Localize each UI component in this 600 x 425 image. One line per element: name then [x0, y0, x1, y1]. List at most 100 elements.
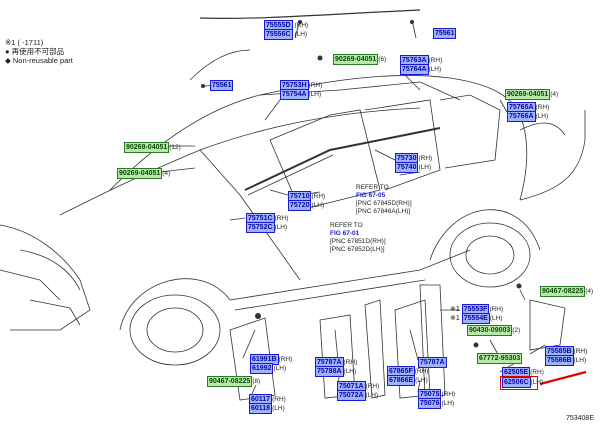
part-label[interactable]: 67866E(LH)	[387, 375, 428, 386]
part-label[interactable]: 75752C(LH)	[246, 222, 287, 233]
part-label[interactable]: ※1 75554E(LH)	[450, 313, 503, 324]
side-label: (LH)	[343, 368, 357, 375]
part-number-link[interactable]: 75076	[418, 398, 442, 409]
side-label: (RH)	[535, 104, 550, 111]
qty-label: (4)	[585, 288, 594, 295]
refer-title: REFER TO	[330, 222, 363, 229]
part-label[interactable]: 90467-08225(4)	[540, 286, 593, 297]
clip-part-number-link[interactable]: 67772-95303	[477, 353, 523, 364]
side-label: (LH)	[530, 379, 544, 386]
part-label[interactable]: 67772-95303	[477, 353, 523, 364]
side-label: (LH)	[415, 377, 428, 384]
part-number-link[interactable]: 75720	[288, 200, 312, 211]
part-label[interactable]: 61992(LH)	[250, 363, 286, 374]
qty-label: (8)	[252, 378, 261, 385]
part-label[interactable]: 90467-08225(8)	[207, 376, 260, 387]
part-number-link[interactable]: 67866E	[387, 375, 416, 386]
side-label: (RH)	[428, 57, 443, 64]
diagram-id: 753408E	[565, 415, 594, 422]
side-label: (LH)	[418, 164, 432, 171]
side-label: (RH)	[365, 383, 380, 390]
side-label: (LH)	[272, 405, 285, 412]
part-number-link[interactable]: 61992	[250, 363, 274, 374]
side-label: (RH)	[278, 356, 293, 363]
side-label: (RH)	[274, 215, 289, 222]
side-label: (LH)	[573, 357, 587, 364]
part-label[interactable]: 75754A(LH)	[280, 89, 321, 100]
part-number-link[interactable]: 75787A	[418, 357, 447, 368]
part-number-link[interactable]: 75740	[395, 162, 419, 173]
clip-part-number-link[interactable]: 90467-08225	[207, 376, 253, 387]
part-label[interactable]: 90269-04051(4)	[505, 89, 558, 100]
part-label[interactable]: 75556C (LH)	[264, 29, 307, 40]
side-label: (RH)	[441, 391, 456, 398]
qty-label: (4)	[550, 91, 559, 98]
part-label[interactable]: 90430-09003(2)	[467, 325, 520, 336]
clip-part-number-link[interactable]: 90430-09003	[467, 325, 513, 336]
side-label: (RH)	[414, 368, 429, 375]
part-label[interactable]: 75076(LH)	[418, 398, 454, 409]
part-number-link[interactable]: 75554E	[461, 313, 490, 324]
part-number-link[interactable]: 75072A	[337, 390, 366, 401]
part-label[interactable]: 60118(LH)	[249, 403, 285, 414]
clip-part-number-link[interactable]: 90269-04051	[124, 142, 170, 153]
part-label[interactable]: 75586B(LH)	[545, 355, 586, 366]
side-label: (LH)	[441, 400, 455, 407]
refer-to-fig-67-05[interactable]: REFER TO FIG 67-05 [PNC 67845D(RH)] [PNC…	[356, 184, 412, 216]
part-label[interactable]: 90269-04051(6)	[333, 54, 386, 65]
side-label: (LH)	[273, 365, 287, 372]
qty-label: (6)	[378, 56, 387, 63]
part-label[interactable]: 75072A(LH)	[337, 390, 378, 401]
part-number-link[interactable]: 75752C	[246, 222, 275, 233]
side-label: (LH)	[489, 315, 503, 322]
part-label[interactable]: 75788A(LH)	[315, 366, 356, 377]
clip-part-number-link[interactable]: 90269-04051	[117, 168, 163, 179]
part-number-link[interactable]: 60118	[249, 403, 273, 414]
part-number-link[interactable]: 75764A	[400, 64, 429, 75]
refer-to-fig-67-01[interactable]: REFER TO FIG 67-01 [PNC 67851D(RH)] [PNC…	[330, 222, 386, 254]
side-label: (RH)	[343, 359, 358, 366]
part-label[interactable]: 75787A	[418, 357, 447, 368]
part-label[interactable]: 75740(LH)	[395, 162, 431, 173]
clip-part-number-link[interactable]: 90269-04051	[333, 54, 379, 65]
part-number-link[interactable]: 75766A	[507, 111, 536, 122]
side-label: (LH)	[294, 31, 308, 38]
part-number-link[interactable]: 75586B	[545, 355, 574, 366]
part-number-link[interactable]: 62506C	[502, 377, 531, 388]
refer-title: REFER TO	[356, 184, 389, 191]
pnc-line: [PNC 67846A(LH)]	[356, 208, 411, 215]
part-number-link[interactable]: 75754A	[280, 89, 309, 100]
qty-label: (12)	[169, 144, 181, 151]
qty-label: (4)	[162, 170, 171, 177]
side-label: (RH)	[530, 369, 544, 376]
part-label[interactable]: 90269-04051(12)	[124, 142, 181, 153]
side-label: (RH)	[573, 348, 588, 355]
part-label[interactable]: 75720(LH)	[288, 200, 324, 211]
clip-part-number-link[interactable]: 90269-04051	[505, 89, 551, 100]
part-number-link[interactable]: 75561	[433, 28, 457, 39]
highlight-box	[500, 376, 538, 390]
figure-link[interactable]: FIG 67-01	[330, 230, 360, 237]
part-label[interactable]: 62506C(LH)	[502, 377, 543, 388]
note-applicability: ※1 ( -1711)	[5, 38, 44, 47]
side-label: (RH)	[418, 155, 433, 162]
side-label: (LH)	[535, 113, 549, 120]
side-label: (RH)	[489, 306, 504, 313]
side-label: (LH)	[274, 224, 288, 231]
note-non-reusable-jp: ● 再使用不可部品	[5, 47, 65, 56]
part-label[interactable]: 75561	[210, 80, 234, 91]
side-label: (RH)	[308, 82, 323, 89]
part-label[interactable]: 75766A(LH)	[507, 111, 548, 122]
side-label: (LH)	[428, 66, 442, 73]
clip-part-number-link[interactable]: 90467-08225	[540, 286, 586, 297]
part-number-link[interactable]: 75561	[210, 80, 234, 91]
pnc-line: [PNC 67852D(LH)]	[330, 246, 385, 253]
part-number-link[interactable]: 75556C	[264, 29, 293, 40]
side-label: (LH)	[308, 91, 322, 98]
part-label[interactable]: 75561	[433, 28, 457, 39]
part-label[interactable]: 75764A(LH)	[400, 64, 441, 75]
figure-link[interactable]: FIG 67-05	[356, 192, 386, 199]
part-number-link[interactable]: 75788A	[315, 366, 344, 377]
side-label: (RH)	[294, 22, 309, 29]
part-label[interactable]: 90269-04051(4)	[117, 168, 170, 179]
